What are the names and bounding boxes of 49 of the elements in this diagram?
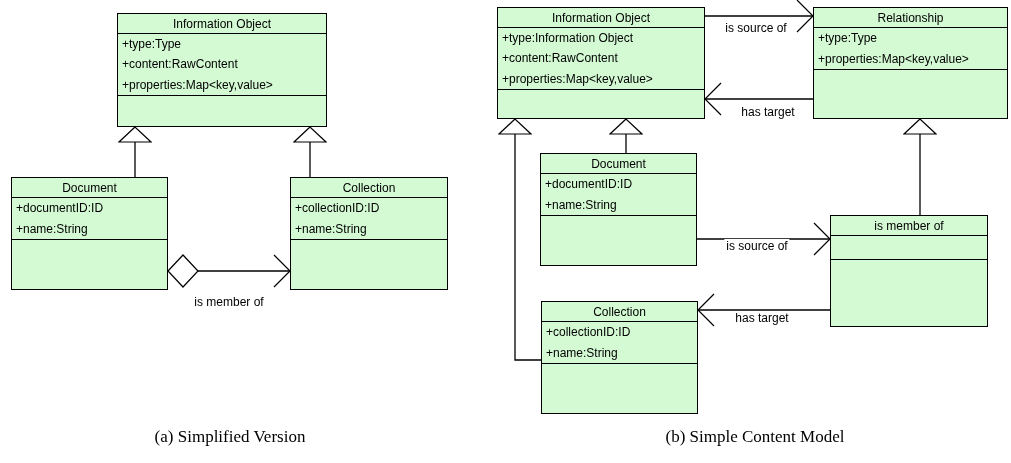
class-box xyxy=(11,177,168,290)
class-box xyxy=(117,13,327,127)
attribute-text: +type:Information Object xyxy=(502,31,634,46)
class-name: Document xyxy=(591,156,646,171)
figure-caption: (b) Simple Content Model xyxy=(665,427,845,447)
association-arrow xyxy=(696,222,831,256)
class-name: Collection xyxy=(342,180,396,195)
attribute-text: +content:RawContent xyxy=(502,51,618,66)
attribute-text: +documentID:ID xyxy=(545,177,633,192)
inheritance-arrow xyxy=(293,126,327,178)
inheritance-arrow xyxy=(609,118,643,154)
class-box xyxy=(497,7,705,119)
attribute-text: +documentID:ID xyxy=(16,201,104,216)
class-name: Information Object xyxy=(551,10,650,25)
association-arrow xyxy=(704,0,814,33)
figure-caption: (a) Simplified Version xyxy=(154,427,306,447)
edge-label: is member of xyxy=(192,295,266,309)
class-name: Relationship xyxy=(877,10,944,25)
edge-label: has target xyxy=(739,105,797,119)
class-box xyxy=(830,215,988,327)
inheritance-arrow xyxy=(118,126,152,178)
class-name: is member of xyxy=(874,218,944,233)
association-arrow xyxy=(697,293,831,327)
attribute-text: +name:String xyxy=(16,221,88,236)
class-name: Document xyxy=(62,180,117,195)
attribute-text: +type:Type xyxy=(818,31,878,46)
attribute-text: +properties:Map<key,value> xyxy=(122,77,273,92)
class-name: Information Object xyxy=(172,16,271,31)
class-box xyxy=(541,301,698,414)
inheritance-arrow xyxy=(903,118,937,216)
class-box xyxy=(813,7,1008,119)
attribute-text: +name:String xyxy=(545,197,617,212)
edge-label: is source of xyxy=(723,21,789,35)
class-name: Collection xyxy=(593,304,646,319)
attribute-text: +properties:Map<key,value> xyxy=(502,71,653,86)
attribute-text: +type:Type xyxy=(122,37,182,52)
association-arrow xyxy=(704,82,814,116)
attribute-text: +collectionID:ID xyxy=(546,325,631,340)
association-arrow xyxy=(167,254,291,288)
inheritance-arrow xyxy=(498,118,542,361)
attribute-text: +properties:Map<key,value> xyxy=(818,51,969,66)
attribute-text: +content:RawContent xyxy=(122,57,238,72)
edge-label: has target xyxy=(733,311,791,325)
attribute-text: +collectionID:ID xyxy=(295,201,380,216)
class-box xyxy=(290,177,448,290)
class-box xyxy=(540,153,697,266)
edge-label: is source of xyxy=(724,239,790,253)
attribute-text: +name:String xyxy=(295,221,367,236)
attribute-text: +name:String xyxy=(546,345,618,360)
